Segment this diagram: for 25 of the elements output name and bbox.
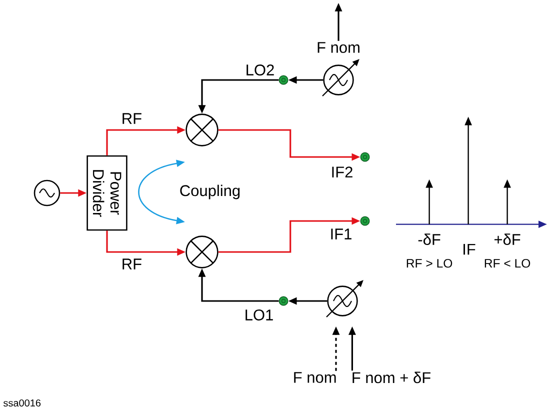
signal-source-symbol [34,180,60,206]
mixer-symbol [186,236,218,268]
frequency-label: F nom [318,42,360,53]
spectrum-label: RF < LO [484,258,530,268]
frequency-label: F nom + δF [352,372,430,384]
edge-label: RF [120,112,144,125]
label-text: Coupling [180,184,240,200]
port-dot [360,216,370,226]
tunable-oscillator-symbol [326,280,364,318]
port-dot [278,75,288,85]
port-dot [360,152,370,162]
port-label: LO2 [246,64,274,76]
tunable-oscillator-symbol [322,59,360,96]
spectrum-label: -δF [418,234,440,245]
port-label: LO1 [246,310,273,320]
port-dot [278,296,288,306]
port-label: IF1 [331,228,352,240]
figure-number: ssa0016 [4,399,41,407]
mixer-symbol [186,114,218,146]
frequency-label: F nom [294,372,336,383]
spectrum-label: IF [464,244,476,255]
spectrum-label: +δF [494,234,520,245]
edge-label: RF [120,258,144,270]
spectrum-label: RF > LO [406,258,452,268]
port-label: IF2 [332,166,352,178]
